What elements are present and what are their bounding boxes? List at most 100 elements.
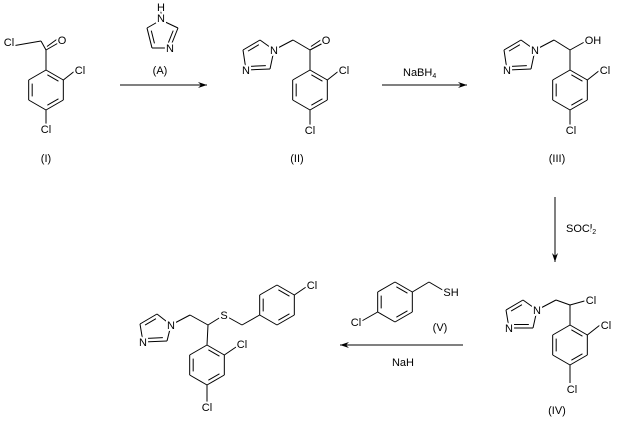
bond xyxy=(208,373,220,381)
compound-label-II: (II) xyxy=(290,153,303,165)
atom-n: N xyxy=(270,45,278,57)
bond xyxy=(532,309,538,329)
atom-n: N xyxy=(533,305,541,317)
bond xyxy=(139,323,144,343)
bond xyxy=(150,30,155,44)
bond xyxy=(506,68,532,71)
bond xyxy=(47,98,59,106)
atom-cl: Cl xyxy=(4,37,14,49)
bond xyxy=(292,39,311,51)
bond xyxy=(147,337,163,339)
atom-cl: Cl xyxy=(75,65,85,77)
bond xyxy=(206,344,225,356)
bond xyxy=(503,49,508,71)
bond xyxy=(292,69,311,81)
bond xyxy=(11,40,42,47)
bond xyxy=(587,324,601,336)
bond xyxy=(359,311,378,323)
bond xyxy=(571,98,583,106)
atom-cl: Cl xyxy=(202,402,212,414)
bond xyxy=(276,284,295,296)
atom-cl: Cl xyxy=(566,125,576,137)
atom-s: S xyxy=(220,310,227,322)
bond xyxy=(536,299,557,311)
bond xyxy=(169,27,179,49)
bond xyxy=(276,314,295,326)
reagent-nah: NaH xyxy=(392,357,414,369)
bond xyxy=(242,39,261,51)
reagent-socl2: SOCl2 xyxy=(566,223,596,236)
bond xyxy=(311,98,323,106)
bond xyxy=(503,39,522,51)
atom-cl: Cl xyxy=(237,339,247,351)
bond xyxy=(247,44,260,52)
atom-n: N xyxy=(242,65,250,77)
bond xyxy=(530,49,536,70)
atom-cl: Cl xyxy=(586,295,596,307)
bond xyxy=(139,313,158,325)
bond xyxy=(189,314,209,326)
bond xyxy=(269,49,275,70)
bond xyxy=(45,41,61,51)
atom-n: N xyxy=(157,13,165,25)
bond xyxy=(245,68,271,71)
bond xyxy=(309,99,328,111)
bond xyxy=(569,39,589,51)
bond xyxy=(250,65,266,67)
bond xyxy=(142,340,168,343)
bond xyxy=(396,310,408,318)
bond xyxy=(170,314,191,326)
bond xyxy=(278,289,290,297)
atom-cl: Cl xyxy=(600,65,610,77)
bond xyxy=(166,324,172,342)
bond xyxy=(569,324,588,336)
atom-cl: Cl xyxy=(567,384,577,396)
bond xyxy=(224,344,240,356)
bond xyxy=(555,299,571,306)
bond xyxy=(309,41,326,51)
bond xyxy=(377,311,396,323)
bond xyxy=(511,65,527,67)
bond xyxy=(522,299,538,311)
bond xyxy=(587,69,601,81)
atom-n: N xyxy=(167,320,175,332)
bond xyxy=(552,324,571,336)
bond xyxy=(428,281,447,293)
bond xyxy=(571,74,583,82)
bond xyxy=(508,44,521,52)
bond xyxy=(412,281,430,293)
bond xyxy=(207,314,225,326)
bond xyxy=(156,313,172,326)
bond xyxy=(510,304,523,312)
atom-n: N xyxy=(505,323,513,335)
atom-cl: Cl xyxy=(601,320,611,332)
atom-cl: Cl xyxy=(339,65,349,77)
bond xyxy=(146,19,162,29)
bonds-layer xyxy=(11,10,601,403)
bond xyxy=(394,281,413,293)
bond xyxy=(292,99,311,111)
bond xyxy=(553,39,571,51)
bond xyxy=(146,27,153,49)
bond xyxy=(571,353,583,361)
bond xyxy=(206,324,209,346)
bond xyxy=(28,69,47,81)
atom-o: O xyxy=(58,35,67,47)
bond xyxy=(167,30,174,44)
bond xyxy=(241,314,260,326)
atom-cl: Cl xyxy=(307,280,317,292)
bond xyxy=(45,99,64,111)
compound-label-A: (A) xyxy=(153,65,168,77)
atom-cl: Cl xyxy=(41,124,51,136)
bond xyxy=(273,39,294,51)
atom-h: H xyxy=(157,2,165,14)
compound-label-III: (III) xyxy=(549,153,566,165)
bond xyxy=(569,299,589,306)
bond xyxy=(552,354,571,366)
bond xyxy=(377,281,396,293)
atom-n: N xyxy=(139,337,147,349)
bond xyxy=(294,284,310,296)
atom-oh: OH xyxy=(585,35,602,47)
bond xyxy=(569,99,588,111)
